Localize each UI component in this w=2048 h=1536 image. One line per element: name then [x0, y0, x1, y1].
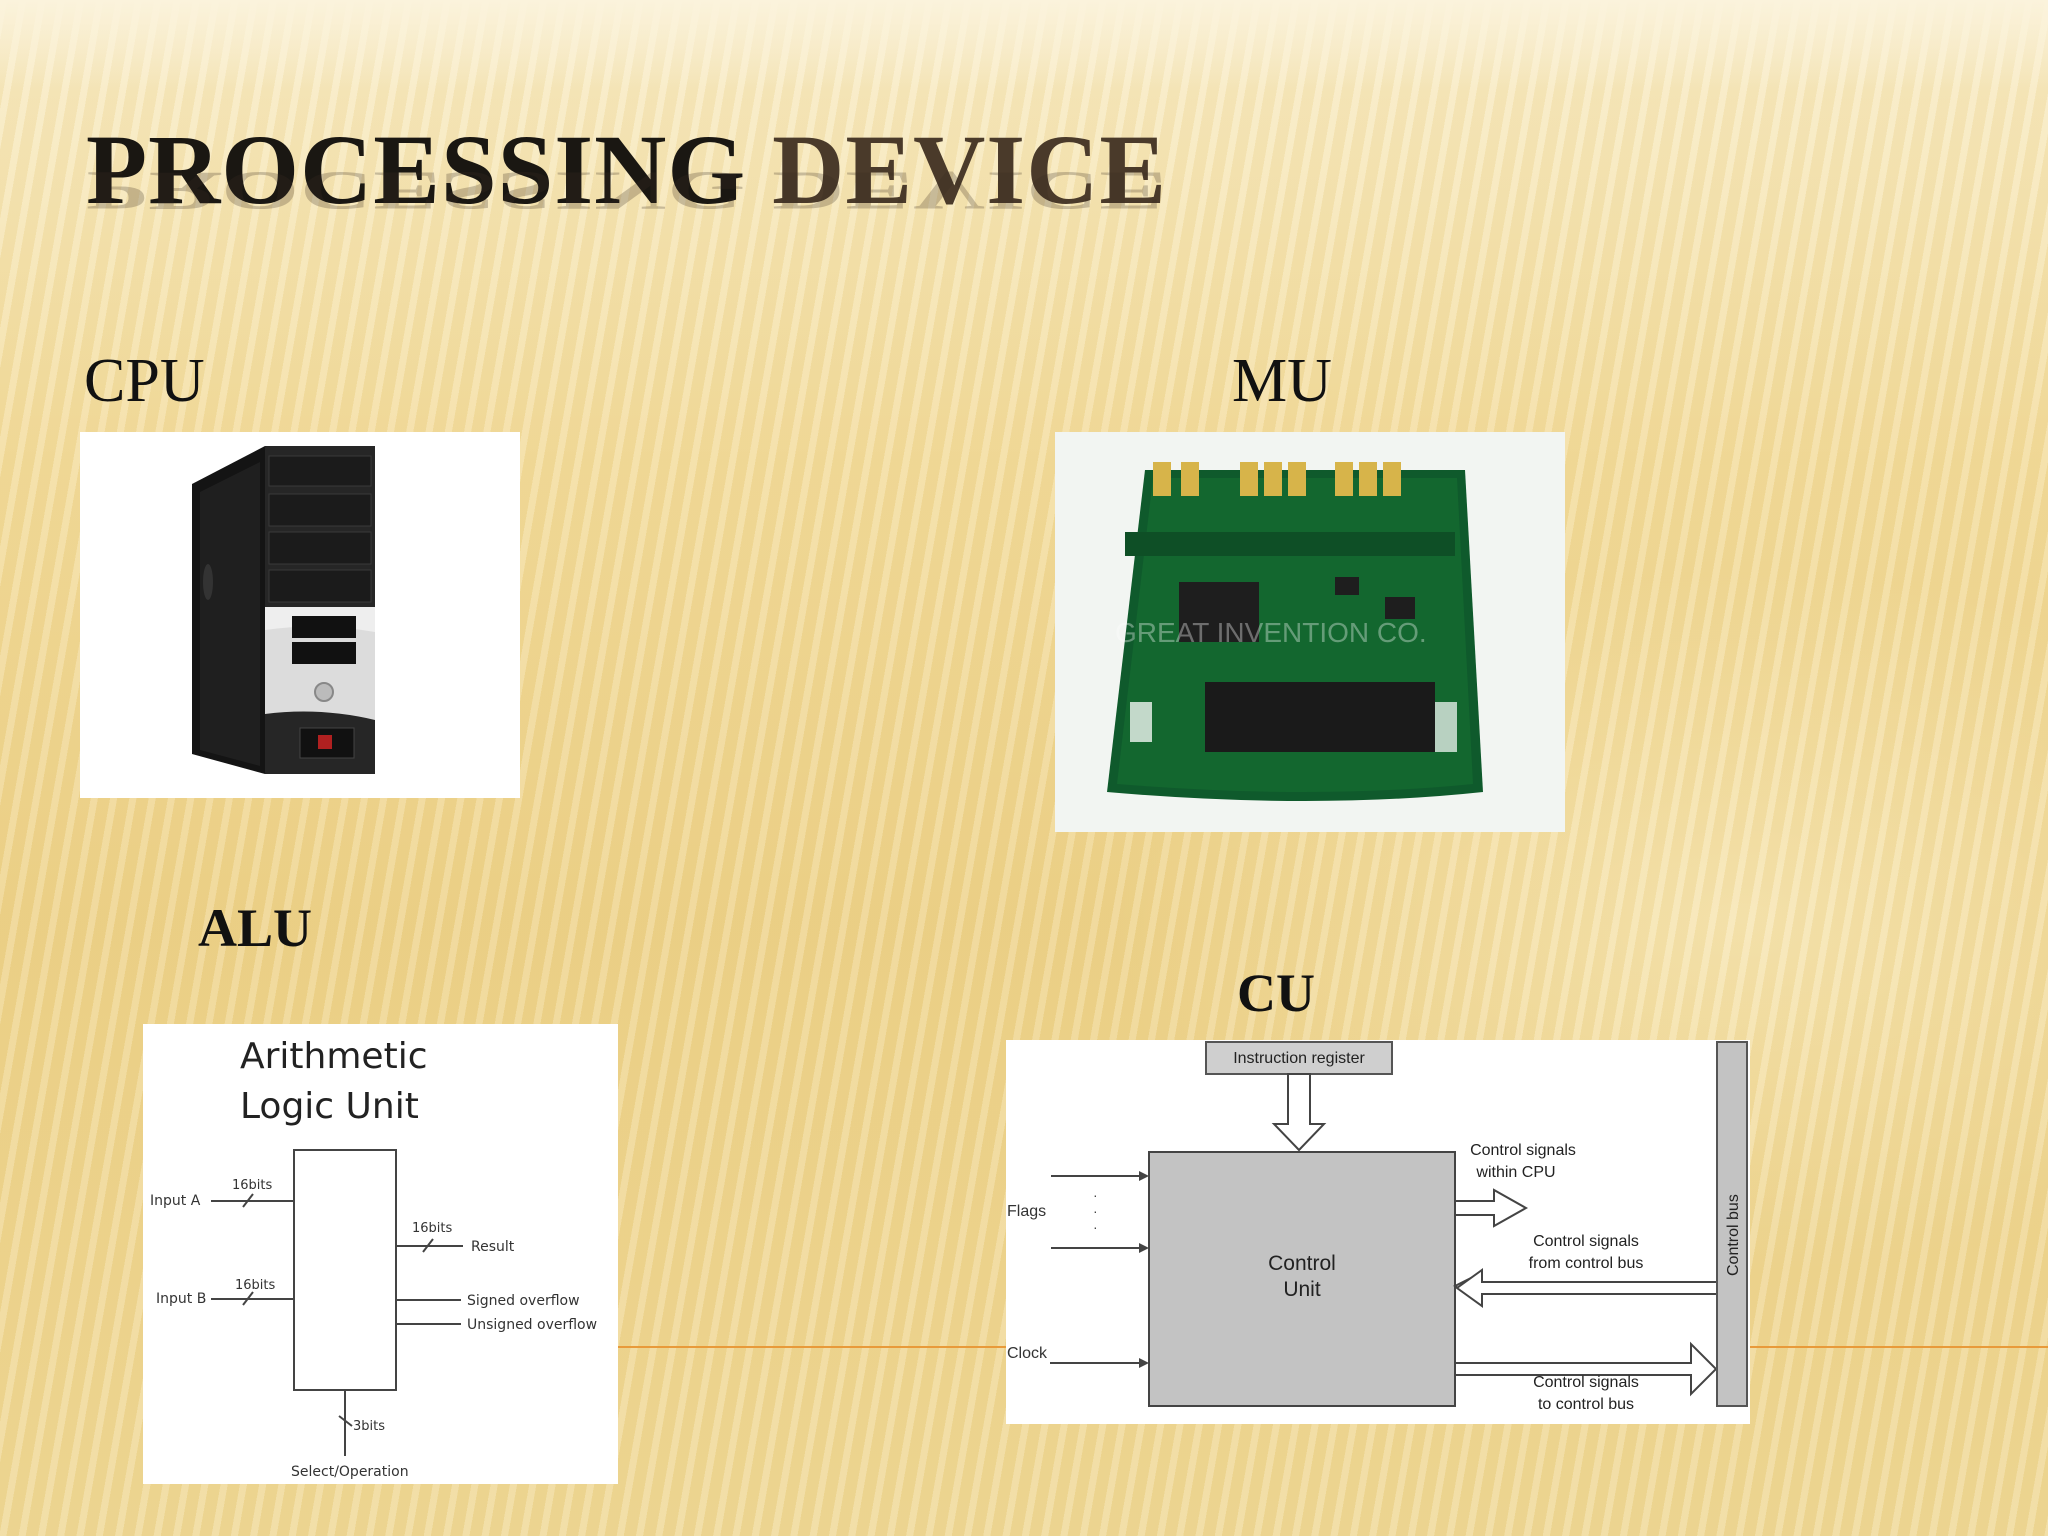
slide-title: PROCESSING DEVICE	[86, 120, 1167, 220]
mu-label: MU	[1232, 347, 1332, 415]
computer-tower-icon	[192, 446, 375, 774]
cu-diagram: Instruction register Control Unit · · · …	[1006, 1040, 1750, 1424]
input-b-label: Input B	[156, 1291, 206, 1307]
svg-text:·: ·	[1093, 1203, 1098, 1219]
cpu-label: CPU	[84, 347, 205, 415]
alu-title-line2: Logic Unit	[240, 1086, 419, 1127]
signed-overflow-label: Signed overflow	[467, 1293, 580, 1309]
control-bus-label: Control bus	[1725, 1194, 1742, 1276]
top-band	[0, 0, 2048, 90]
alu-title-line1: Arithmetic	[240, 1036, 428, 1077]
from-bus-label-line2: from control bus	[1529, 1255, 1644, 1272]
title-reflection: PROCESSING DEVICE	[86, 160, 1168, 222]
circuit-board-icon: GREAT INVENTION CO.	[1107, 462, 1483, 801]
orange-guide-line-left	[618, 1346, 1008, 1348]
unsigned-overflow-label: Unsigned overflow	[467, 1317, 597, 1333]
mu-watermark: GREAT INVENTION CO.	[1115, 617, 1427, 648]
result-label: Result	[471, 1239, 515, 1255]
input-a-bits: 16bits	[232, 1178, 273, 1193]
title-word-1: PROCESSING	[86, 114, 747, 225]
flags-label: Flags	[1007, 1203, 1046, 1220]
control-unit-label-line2: Unit	[1283, 1278, 1321, 1301]
to-bus-arrow	[1454, 1341, 1718, 1397]
alu-diagram: Arithmetic Logic Unit Input A 16bits Inp…	[143, 1024, 618, 1484]
within-cpu-label-line1: Control signals	[1470, 1142, 1576, 1159]
cpu-tower-image	[80, 432, 520, 798]
input-b-bits: 16bits	[235, 1278, 276, 1293]
alu-label: ALU	[198, 898, 313, 958]
select-operation-label: Select/Operation	[291, 1464, 409, 1480]
instruction-register-box	[1205, 1041, 1393, 1075]
input-a-label: Input A	[150, 1193, 201, 1209]
alu-block	[293, 1149, 397, 1391]
control-unit-box	[1148, 1151, 1456, 1407]
control-unit-label-line1: Control	[1268, 1252, 1336, 1275]
within-cpu-arrow	[1454, 1188, 1529, 1228]
within-cpu-label-line2: within CPU	[1475, 1164, 1555, 1181]
instruction-register-label: Instruction register	[1233, 1050, 1365, 1067]
orange-guide-line-right	[1750, 1346, 2048, 1348]
to-bus-label-line2: to control bus	[1538, 1396, 1634, 1413]
result-bits: 16bits	[412, 1221, 453, 1236]
control-bus-bar	[1716, 1041, 1748, 1407]
from-bus-label-line1: Control signals	[1533, 1233, 1639, 1250]
instruction-arrow	[1271, 1073, 1327, 1152]
clock-label: Clock	[1007, 1345, 1048, 1362]
cu-label: CU	[1237, 963, 1315, 1023]
mu-circuit-board-image: GREAT INVENTION CO.	[1055, 432, 1565, 832]
title-word-2: DEVICE	[772, 114, 1168, 225]
svg-text:·: ·	[1093, 1187, 1098, 1203]
to-bus-label-line1: Control signals	[1533, 1374, 1639, 1391]
select-bits: 3bits	[353, 1419, 385, 1434]
svg-text:·: ·	[1093, 1219, 1098, 1235]
